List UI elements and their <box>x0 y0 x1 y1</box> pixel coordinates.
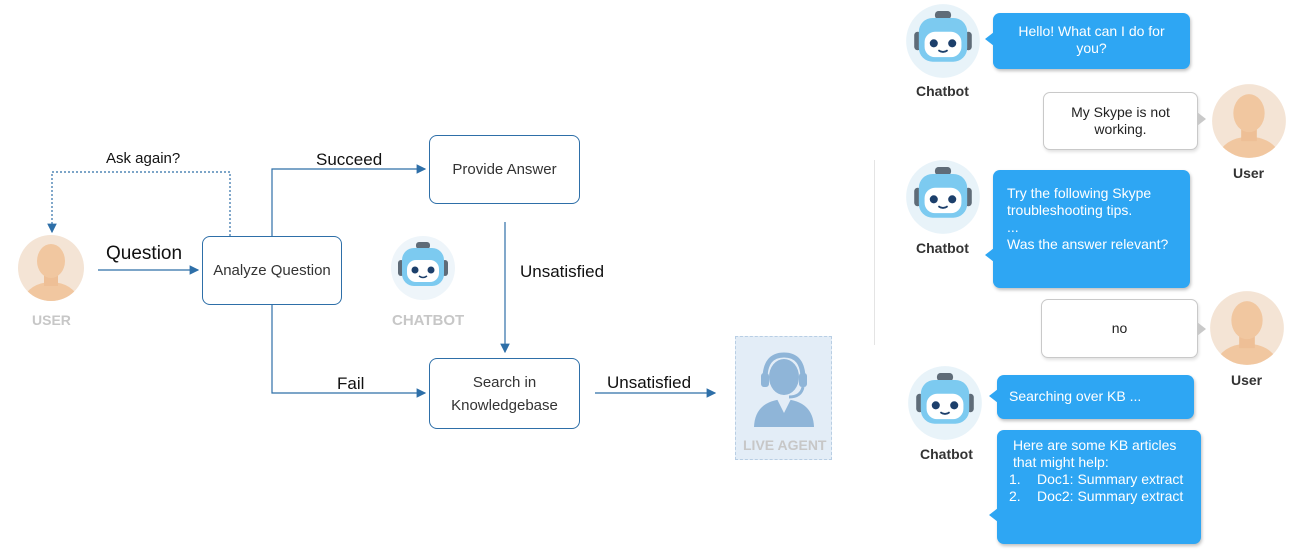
kb-article-item[interactable]: 1. Doc1: Summary extract <box>1009 471 1189 488</box>
analyze-question-text: Analyze Question <box>213 262 331 279</box>
unsatisfied-horizontal-label: Unsatisfied <box>607 373 692 392</box>
live-agent-panel: LIVE AGENT <box>735 336 832 460</box>
list-number: 1. <box>1009 471 1021 487</box>
robot-icon <box>391 236 455 300</box>
provide-answer-box: Provide Answer <box>429 135 580 204</box>
robot-icon <box>906 4 980 78</box>
chatbot-name-label: Chatbot <box>916 83 969 99</box>
search-kb-line2: Knowledgebase <box>451 396 558 414</box>
robot-icon <box>908 366 982 440</box>
chatbot-label: CHATBOT <box>392 312 465 329</box>
user-name-label: User <box>1233 165 1265 181</box>
bubble-tail <box>985 32 994 46</box>
bubble-tail <box>1197 322 1206 336</box>
message-line: ... <box>1007 219 1019 235</box>
message-line: Try the following Skype troubleshooting … <box>1007 185 1152 218</box>
search-kb-line1: Search in <box>472 373 537 391</box>
user-label: USER <box>32 312 71 328</box>
kb-article-text: Doc1: Summary extract <box>1037 471 1184 487</box>
kb-article-text: Doc2: Summary extract <box>1037 488 1184 504</box>
chatbot-name-label: Chatbot <box>916 240 969 256</box>
message-text: no <box>1111 320 1128 336</box>
chat-message-bot: Hello! What can I do for you? <box>993 13 1190 69</box>
chat-message-user: no <box>1041 299 1198 358</box>
fail-label: Fail <box>337 374 365 393</box>
message-text: Hello! What can I do for you? <box>1018 23 1165 56</box>
user-avatar-icon <box>1212 84 1286 158</box>
bubble-tail <box>1197 112 1206 126</box>
provide-answer-text: Provide Answer <box>452 161 557 178</box>
bubble-tail <box>989 389 998 403</box>
succeed-label: Succeed <box>316 150 383 169</box>
chat-message-bot: Searching over KB ... <box>997 375 1194 419</box>
chat-message-user: My Skype is not working. <box>1043 92 1198 150</box>
user-name-label: User <box>1231 372 1263 388</box>
user-avatar-icon <box>1210 291 1284 365</box>
live-agent-label: LIVE AGENT <box>743 437 827 453</box>
chat-message-bot: Try the following Skype troubleshooting … <box>993 170 1190 288</box>
user-avatar-icon <box>18 235 84 301</box>
search-knowledgebase-box: Search in Knowledgebase <box>429 358 580 429</box>
ask-again-loop-line <box>47 171 231 236</box>
message-intro: Here are some KB articles that might hel… <box>1013 437 1177 470</box>
section-divider <box>874 160 875 345</box>
bubble-tail <box>985 248 994 262</box>
message-text: My Skype is not working. <box>1071 104 1170 137</box>
analyze-question-box: Analyze Question <box>202 236 342 305</box>
robot-icon <box>906 160 980 234</box>
kb-article-item[interactable]: 2. Doc2: Summary extract <box>1009 488 1189 505</box>
kb-article-list: 1. Doc1: Summary extract 2. Doc2: Summary … <box>1009 471 1189 505</box>
headset-agent-icon <box>754 352 814 427</box>
fail-arrow <box>271 305 427 398</box>
flow-connectors <box>47 164 717 398</box>
message-line: Was the answer relevant? <box>1007 236 1169 252</box>
bubble-tail <box>989 508 998 522</box>
message-text: Searching over KB ... <box>1009 388 1142 404</box>
ask-again-label: Ask again? <box>106 150 181 167</box>
question-label: Question <box>106 243 183 264</box>
chatbot-name-label: Chatbot <box>920 446 973 462</box>
chat-message-bot: Here are some KB articles that might hel… <box>997 430 1201 544</box>
unsatisfied-vertical-label: Unsatisfied <box>520 262 605 281</box>
succeed-arrow <box>271 164 427 236</box>
list-number: 2. <box>1009 488 1021 504</box>
